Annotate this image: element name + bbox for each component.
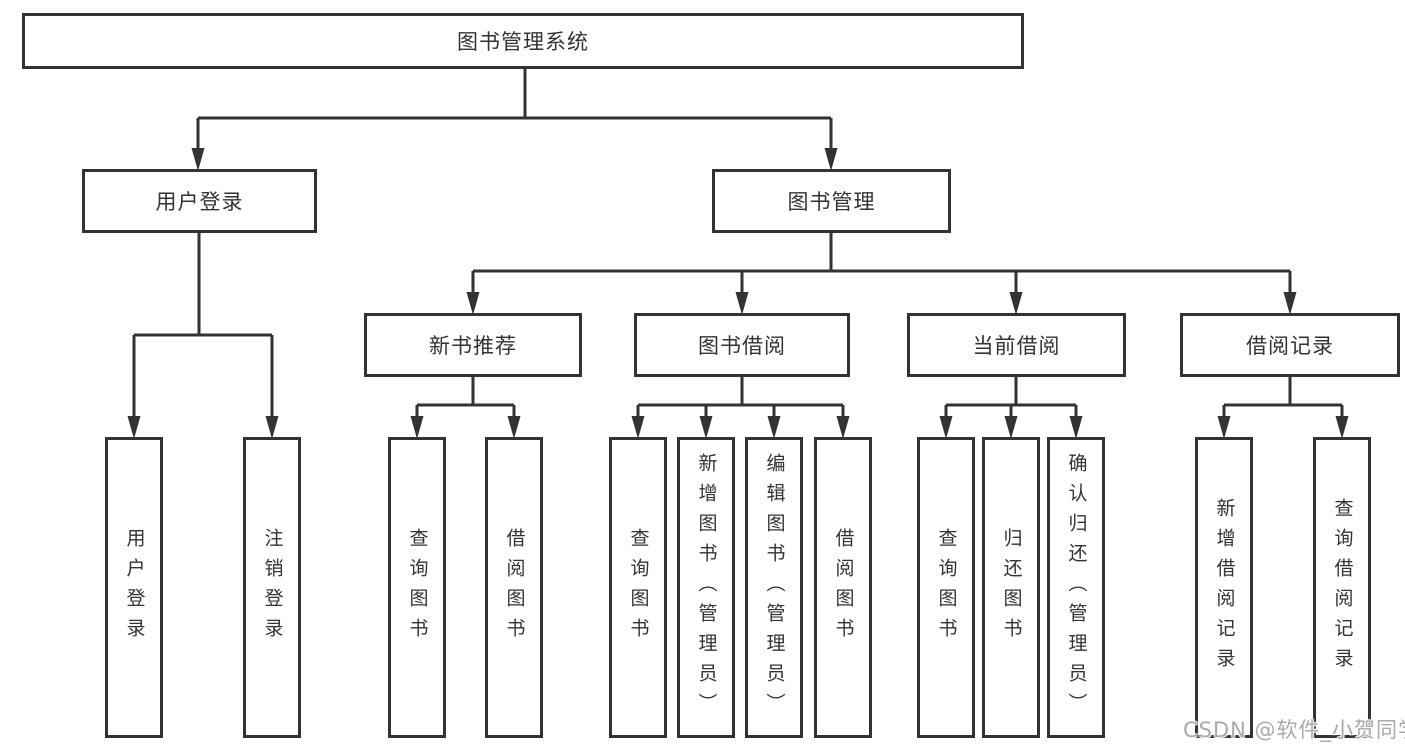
leaf-logout: 注销登录 — [243, 437, 301, 738]
node-book-borrow: 图书借阅 — [634, 313, 850, 377]
node-user-login: 用户登录 — [82, 169, 317, 233]
csdn-watermark: CSDN @软件_小贺同学 — [1183, 718, 1405, 742]
node-root: 图书管理系统 — [22, 13, 1024, 69]
leaf-query-books-borrow: 查询图书 — [609, 437, 667, 738]
leaf-user-login: 用户登录 — [105, 437, 163, 738]
leaf-query-books-recommend: 查询图书 — [388, 437, 446, 738]
leaf-add-borrow-record: 新增借阅记录 — [1195, 437, 1253, 738]
leaf-return-book: 归还图书 — [982, 437, 1040, 738]
leaf-borrow-books-recommend: 借阅图书 — [485, 437, 543, 738]
node-book-management: 图书管理 — [712, 169, 951, 233]
node-current-borrow: 当前借阅 — [907, 313, 1126, 377]
node-borrow-records: 借阅记录 — [1180, 313, 1400, 377]
leaf-edit-book-admin: 编辑图书（管理员） — [745, 437, 803, 738]
node-new-book-recommend: 新书推荐 — [364, 313, 582, 377]
leaf-confirm-return-admin: 确认归还（管理员） — [1047, 437, 1105, 738]
leaf-borrow-books-borrow: 借阅图书 — [814, 437, 872, 738]
leaf-add-book-admin: 新增图书（管理员） — [677, 437, 735, 738]
leaf-query-books-current: 查询图书 — [917, 437, 975, 738]
leaf-query-borrow-record: 查询借阅记录 — [1313, 437, 1371, 738]
